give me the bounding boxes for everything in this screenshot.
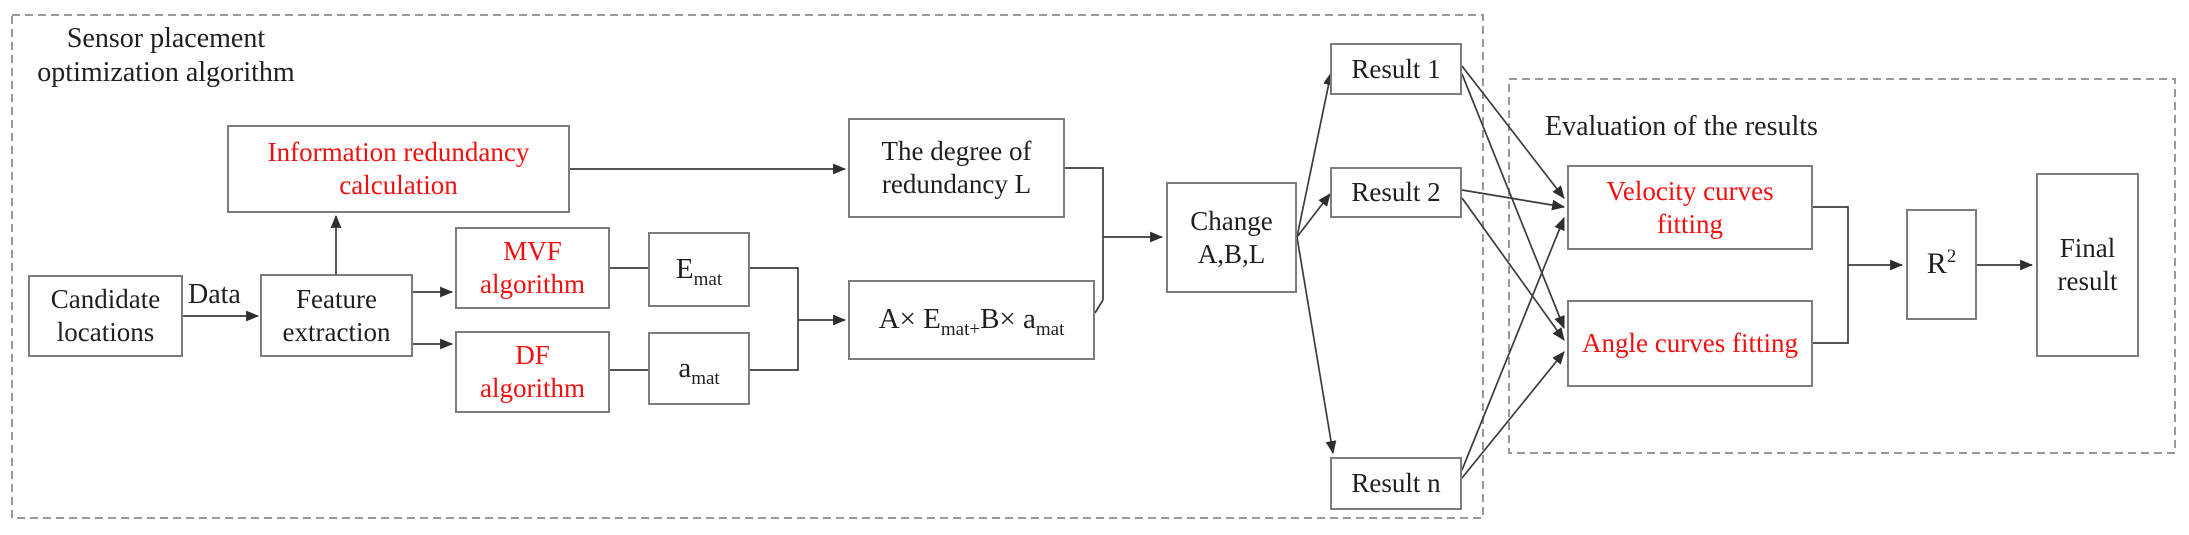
- evaluation-group-border: [1508, 78, 2176, 454]
- node-candidate-locations: Candidate locations: [28, 275, 183, 357]
- edge-result1-angle: [1461, 73, 1565, 330]
- evaluation-group-title: Evaluation of the results: [1545, 111, 1818, 142]
- edge-change-resultn: [1296, 236, 1337, 455]
- node-e-mat: Emat: [648, 232, 750, 307]
- node-result-n: Result n: [1330, 457, 1462, 510]
- edge-result2-angle: [1461, 197, 1565, 341]
- node-result-1: Result 1: [1330, 43, 1462, 95]
- edge-angle-merge: [1813, 265, 1849, 344]
- edge-label-data: Data: [188, 279, 241, 310]
- node-degree-of-redundancy: The degree of redundancy L: [848, 118, 1065, 218]
- edge-emat-merge: [750, 267, 799, 320]
- r-squared-base: R: [1926, 247, 1947, 281]
- edge-velocity-merge: [1813, 206, 1849, 265]
- sensor-group-title-line1: Sensor placement: [66, 23, 266, 54]
- node-result-2: Result 2: [1330, 167, 1462, 218]
- formula-sub1: mat+: [940, 319, 981, 341]
- node-velocity-fitting: Velocity curves fitting: [1567, 165, 1813, 250]
- node-df-algorithm: DF algorithm: [455, 331, 610, 413]
- edge-change-result2: [1296, 193, 1331, 238]
- a-mat-base: a: [678, 351, 692, 384]
- node-mvf-algorithm: MVF algorithm: [455, 227, 610, 309]
- r-squared-sup: 2: [1946, 246, 1957, 268]
- edge-resultn-angle: [1461, 351, 1565, 479]
- formula-part1: A× E: [878, 303, 941, 336]
- edge-change-result1: [1296, 71, 1334, 238]
- node-change-abl: Change A,B,L: [1166, 182, 1297, 293]
- sensor-group-title: Sensor placement optimization algorithm: [10, 22, 322, 89]
- edge-formula-jog: [1094, 299, 1104, 314]
- formula-part2: B× a: [980, 303, 1036, 336]
- node-a-mat: amat: [648, 332, 750, 405]
- formula-sub2: mat: [1035, 319, 1065, 341]
- node-angle-fitting: Angle curves fitting: [1567, 300, 1813, 387]
- sensor-group-border: [11, 14, 1484, 519]
- edge-amat-merge: [750, 320, 799, 371]
- sensor-group-title-line2: optimization algorithm: [37, 56, 295, 88]
- edge-result1-velocity: [1461, 65, 1565, 199]
- node-final-result: Final result: [2036, 173, 2139, 357]
- node-information-redundancy: Information redundancy calculation: [227, 125, 570, 213]
- node-feature-extraction: Feature extraction: [260, 274, 413, 357]
- e-mat-sub: mat: [693, 268, 723, 290]
- node-formula: A× Emat+B× amat: [848, 280, 1095, 360]
- edge-degree-down: [1065, 167, 1104, 300]
- a-mat-sub: mat: [691, 367, 720, 389]
- edge-result2-velocity: [1461, 189, 1566, 211]
- e-mat-base: E: [675, 252, 694, 285]
- edge-resultn-velocity: [1461, 216, 1565, 471]
- node-r-squared: R2: [1906, 209, 1977, 320]
